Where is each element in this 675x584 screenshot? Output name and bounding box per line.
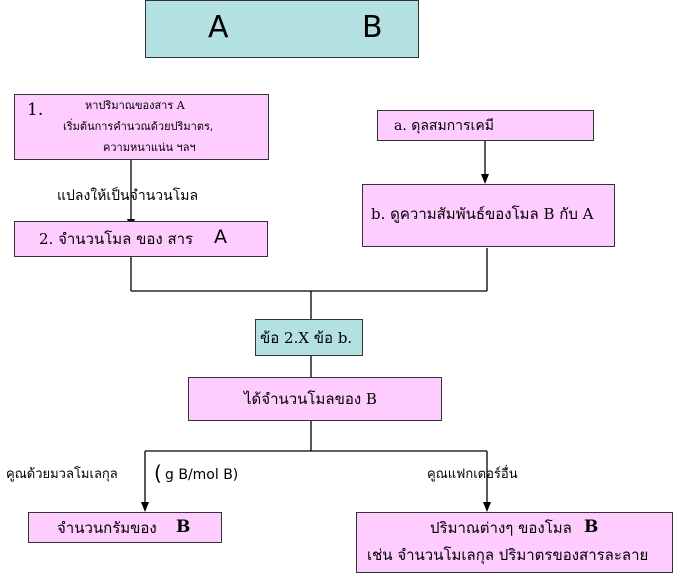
- arrowhead-box-b: [481, 174, 489, 184]
- box-mole-ratio: b. ดูความสัมพันธ์ของโมล B กับ A: [362, 184, 615, 247]
- multiply-other-factor-label: คูณแฟกเตอร์อื่น: [427, 467, 518, 482]
- arrowhead-grams: [141, 502, 149, 512]
- box2-text: 2. จำนวนโมล ของ สาร: [39, 230, 194, 248]
- title-box: A B: [145, 0, 419, 58]
- combine-text: ข้อ 2.X ข้อ b.: [260, 329, 353, 347]
- unit-open-paren: (: [154, 461, 162, 485]
- box2-var: A: [214, 226, 227, 248]
- box-other-quantities: ปริมาณต่างๆ ของโมล B เช่น จำนวนโมเลกุล ป…: [356, 512, 673, 573]
- box1-number: 1.: [27, 100, 44, 120]
- other-b-line1: ปริมาณต่างๆ ของโมล: [430, 519, 572, 537]
- unit-label: g B/mol B): [165, 467, 239, 483]
- grams-b-text: จำนวนกรัมของ: [57, 519, 157, 537]
- box-find-amount-a: 1. หาปริมาณของสาร A เริ่มต้นการคำนวณด้วย…: [14, 94, 269, 160]
- box1-line1: หาปริมาณของสาร A: [85, 99, 185, 112]
- moles-b-text: ได้จำนวนโมลของ B: [244, 390, 377, 408]
- box-a-text: a. ดุลสมการเคมี: [394, 118, 494, 134]
- box-grams-b: จำนวนกรัมของ B: [28, 512, 222, 543]
- multiply-molar-mass-label: คูณด้วยมวลโมเลกุล: [6, 467, 118, 482]
- box-moles-b: ได้จำนวนโมลของ B: [188, 377, 442, 421]
- grams-b-var: B: [176, 517, 191, 537]
- arrowhead-other: [483, 502, 491, 512]
- convert-to-moles-label: แปลงให้เป็นจำนวนโมล: [57, 188, 199, 204]
- box-balance-equation: a. ดุลสมการเคมี: [377, 110, 594, 141]
- title-to: B: [362, 10, 383, 45]
- box1-line2: เริ่มต้นการคำนวณด้วยปริมาตร,: [63, 120, 214, 133]
- box-combine: ข้อ 2.X ข้อ b.: [255, 319, 363, 356]
- box-b-text: b. ดูความสัมพันธ์ของโมล B กับ A: [371, 205, 594, 223]
- other-b-var: B: [584, 517, 599, 537]
- box-moles-a: 2. จำนวนโมล ของ สาร A: [14, 221, 268, 257]
- title-from: A: [208, 10, 229, 45]
- other-b-line2: เช่น จำนวนโมเลกุล ปริมาตรของสารละลาย: [367, 546, 649, 564]
- box1-line3: ความหนาแน่น ฯลฯ: [103, 141, 196, 154]
